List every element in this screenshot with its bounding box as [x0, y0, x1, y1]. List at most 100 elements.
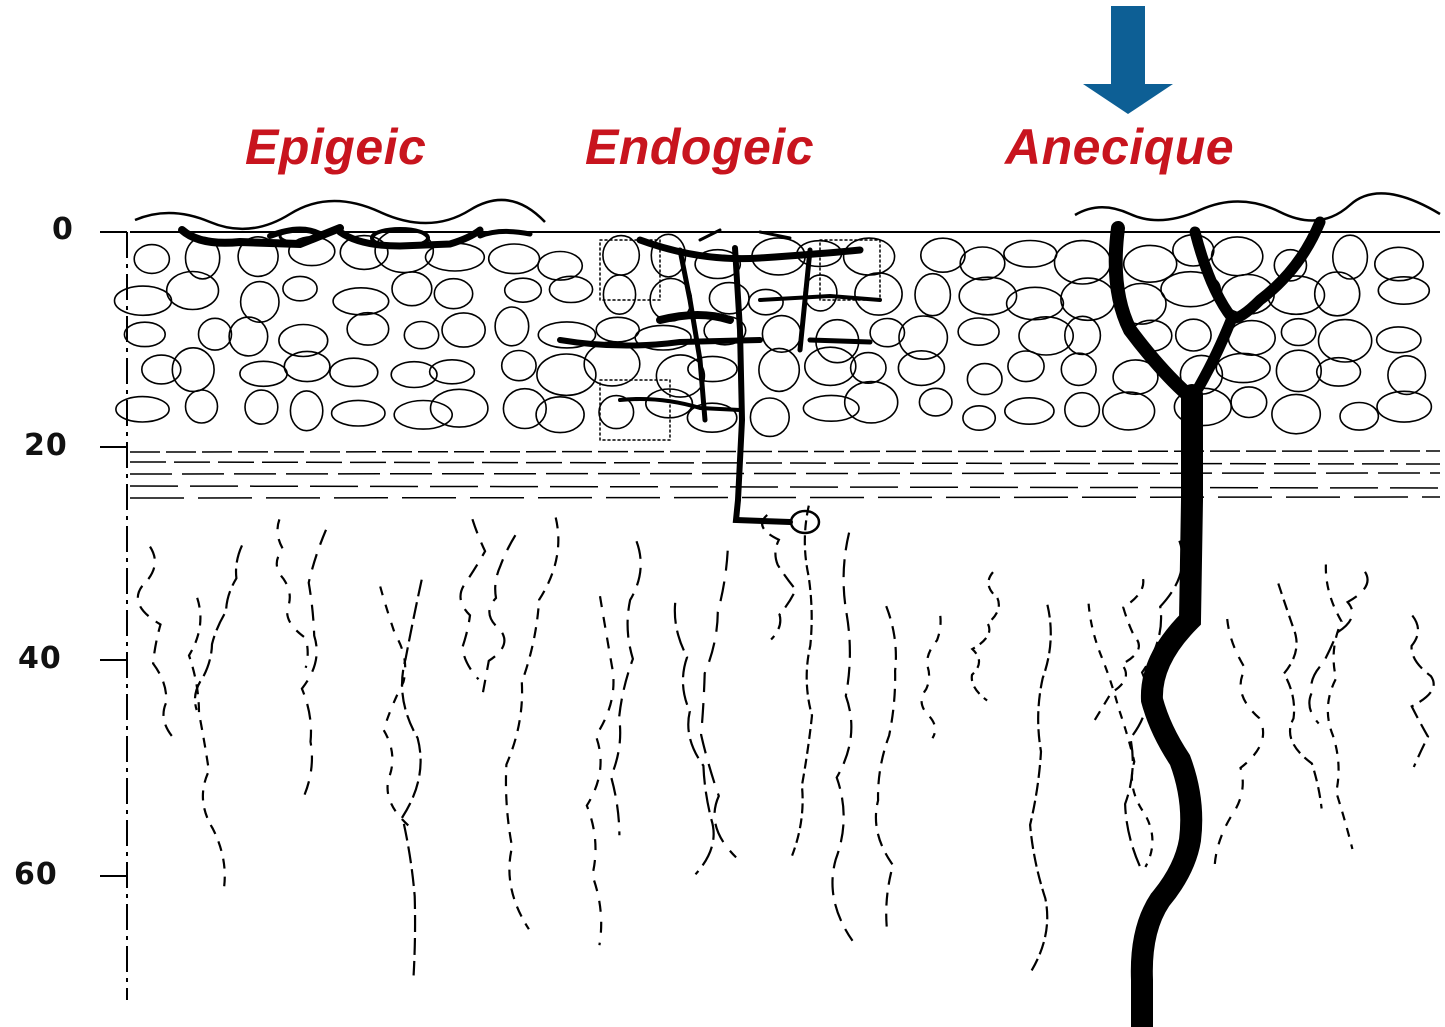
soil-aggregate [603, 236, 639, 275]
root-trace [460, 519, 485, 679]
soil-aggregate [502, 351, 536, 381]
root-trace [792, 506, 812, 856]
soil-aggregate [899, 316, 947, 359]
soil-aggregate [1340, 403, 1378, 431]
root-trace [483, 535, 515, 692]
label-epigeic: Epigeic [245, 118, 426, 176]
soil-aggregate [762, 316, 800, 353]
root-trace [277, 519, 308, 667]
root-trace [972, 572, 999, 700]
root-trace [832, 533, 852, 941]
soil-aggregate [1231, 387, 1267, 418]
soil-aggregate [750, 398, 789, 436]
root-trace [402, 580, 422, 976]
depth-label-60: 60 [14, 857, 58, 892]
root-traces [138, 506, 1434, 976]
soil-aggregate [603, 275, 635, 314]
soil-aggregate [1061, 353, 1096, 385]
soil-aggregate [134, 245, 169, 274]
soil-aggregate [1315, 272, 1360, 316]
root-trace [195, 545, 242, 710]
soil-aggregate [241, 282, 279, 323]
depth-label-0: 0 [52, 212, 74, 247]
soil-aggregate [1005, 398, 1054, 424]
soil-aggregate [392, 272, 432, 306]
soil-aggregate [549, 276, 592, 302]
soil-aggregate [1377, 391, 1431, 422]
soil-aggregate [967, 364, 1002, 395]
soil-aggregate [330, 358, 378, 386]
depth-label-40: 40 [18, 641, 62, 676]
root-trace [1278, 584, 1321, 809]
soil-aggregate [1065, 316, 1101, 354]
soil-aggregate [245, 390, 278, 424]
soil-aggregate [915, 274, 950, 316]
soil-aggregate [332, 400, 385, 426]
soil-aggregate [434, 279, 472, 309]
root-trace [1326, 565, 1353, 850]
soil-aggregate [596, 317, 639, 342]
soil-aggregate [1272, 394, 1320, 433]
root-trace [189, 598, 225, 886]
soil-aggregate [1176, 319, 1211, 351]
soil-aggregate [1212, 237, 1263, 276]
horizon-line [130, 462, 1440, 464]
root-trace [1215, 619, 1264, 867]
soil-aggregate [505, 278, 542, 302]
soil-aggregate [1319, 320, 1372, 362]
soil-aggregate [431, 389, 488, 427]
soil-aggregate [404, 322, 438, 349]
soil-aggregate [283, 276, 317, 300]
soil-aggregate [1055, 241, 1111, 284]
soil-aggregate [855, 273, 902, 315]
soil-aggregate [960, 247, 1005, 280]
soil-aggregate [442, 313, 485, 347]
soil-aggregate [333, 288, 389, 315]
soil-aggregate [172, 348, 214, 392]
root-trace [701, 551, 736, 858]
soil-horizon-boundary [130, 451, 1440, 498]
soil-aggregate [229, 317, 268, 356]
label-endogeic: Endogeic [585, 118, 814, 176]
soil-aggregate [1008, 351, 1044, 382]
root-trace [611, 541, 641, 835]
soil-aggregate [845, 382, 898, 423]
label-anecique: Anecique [1005, 118, 1234, 176]
soil-aggregate [921, 238, 965, 272]
soil-aggregate [898, 351, 944, 386]
soil-aggregate [1228, 321, 1275, 356]
root-trace [1309, 572, 1367, 724]
depth-label-20: 20 [24, 428, 68, 463]
root-trace [922, 616, 941, 738]
soil-aggregate [124, 322, 165, 346]
soil-aggregate [489, 244, 540, 274]
root-trace [138, 547, 177, 742]
soil-aggregate [1281, 319, 1315, 346]
soil-aggregate [844, 238, 895, 275]
horizon-line [130, 473, 1440, 474]
soil-aggregate [805, 347, 856, 385]
soil-aggregate [199, 318, 232, 350]
horizon-line [130, 497, 1440, 498]
soil-aggregate [963, 406, 995, 430]
soil-aggregate [1103, 392, 1155, 430]
soil-aggregate [347, 313, 389, 345]
root-trace [302, 530, 326, 795]
horizon-line [130, 451, 1440, 452]
soil-aggregate [186, 390, 218, 423]
root-trace [762, 515, 796, 640]
root-trace [587, 596, 614, 945]
soil-aggregate [759, 348, 799, 391]
soil-aggregate [115, 286, 172, 315]
root-trace [1094, 579, 1143, 721]
soil-aggregate [1388, 356, 1426, 395]
surface-litter [135, 193, 1440, 228]
soil-aggregate [290, 391, 322, 431]
epigeic-burrows [182, 228, 530, 247]
soil-aggregate [116, 397, 169, 422]
soil-aggregate [1065, 393, 1100, 427]
root-trace [506, 518, 558, 930]
soil-aggregate [167, 272, 219, 310]
soil-aggregate [1004, 241, 1057, 268]
